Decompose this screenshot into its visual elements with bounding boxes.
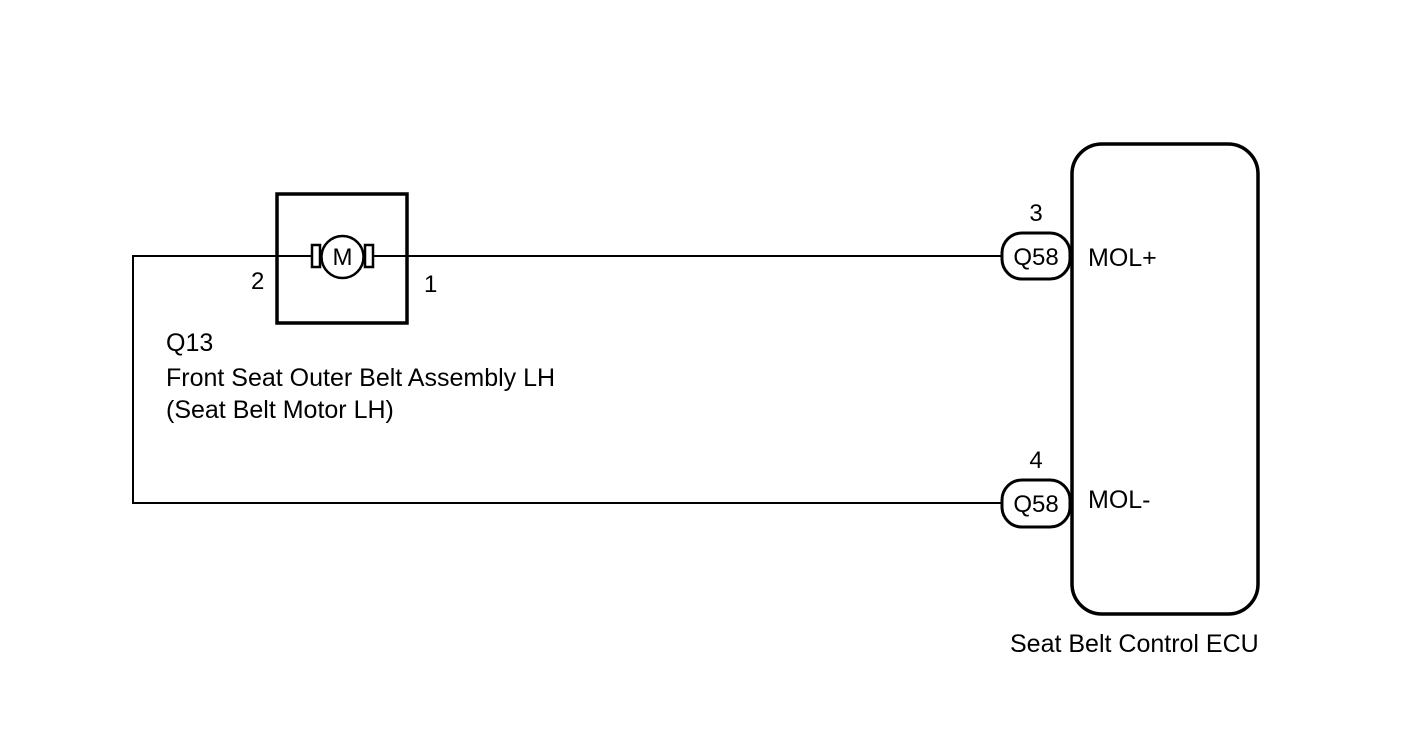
component-code: Q13 [166, 329, 213, 357]
wire-mol-minus [132, 255, 1003, 504]
signal-mol-plus: MOL+ [1088, 244, 1157, 272]
ecu-name: Seat Belt Control ECU [1010, 630, 1259, 658]
component-subname: (Seat Belt Motor LH) [166, 396, 394, 424]
connector-q58-mol-plus [1000, 231, 1072, 281]
connector-q58-mol-minus [1000, 478, 1072, 529]
motor-label: M [333, 244, 353, 271]
component-pin-1: 1 [424, 271, 437, 298]
component-pin-2: 2 [251, 268, 264, 295]
ecu-pin-3: 3 [1029, 200, 1042, 227]
signal-mol-minus: MOL- [1088, 486, 1151, 514]
motor-symbol: M [310, 234, 375, 280]
connector-label: Q58 [1013, 491, 1058, 518]
connector-label: Q58 [1013, 244, 1058, 271]
ecu-pin-4: 4 [1029, 447, 1042, 474]
component-name: Front Seat Outer Belt Assembly LH [166, 364, 555, 392]
ecu-box [1070, 142, 1260, 616]
seat-belt-assembly-box [275, 192, 409, 325]
